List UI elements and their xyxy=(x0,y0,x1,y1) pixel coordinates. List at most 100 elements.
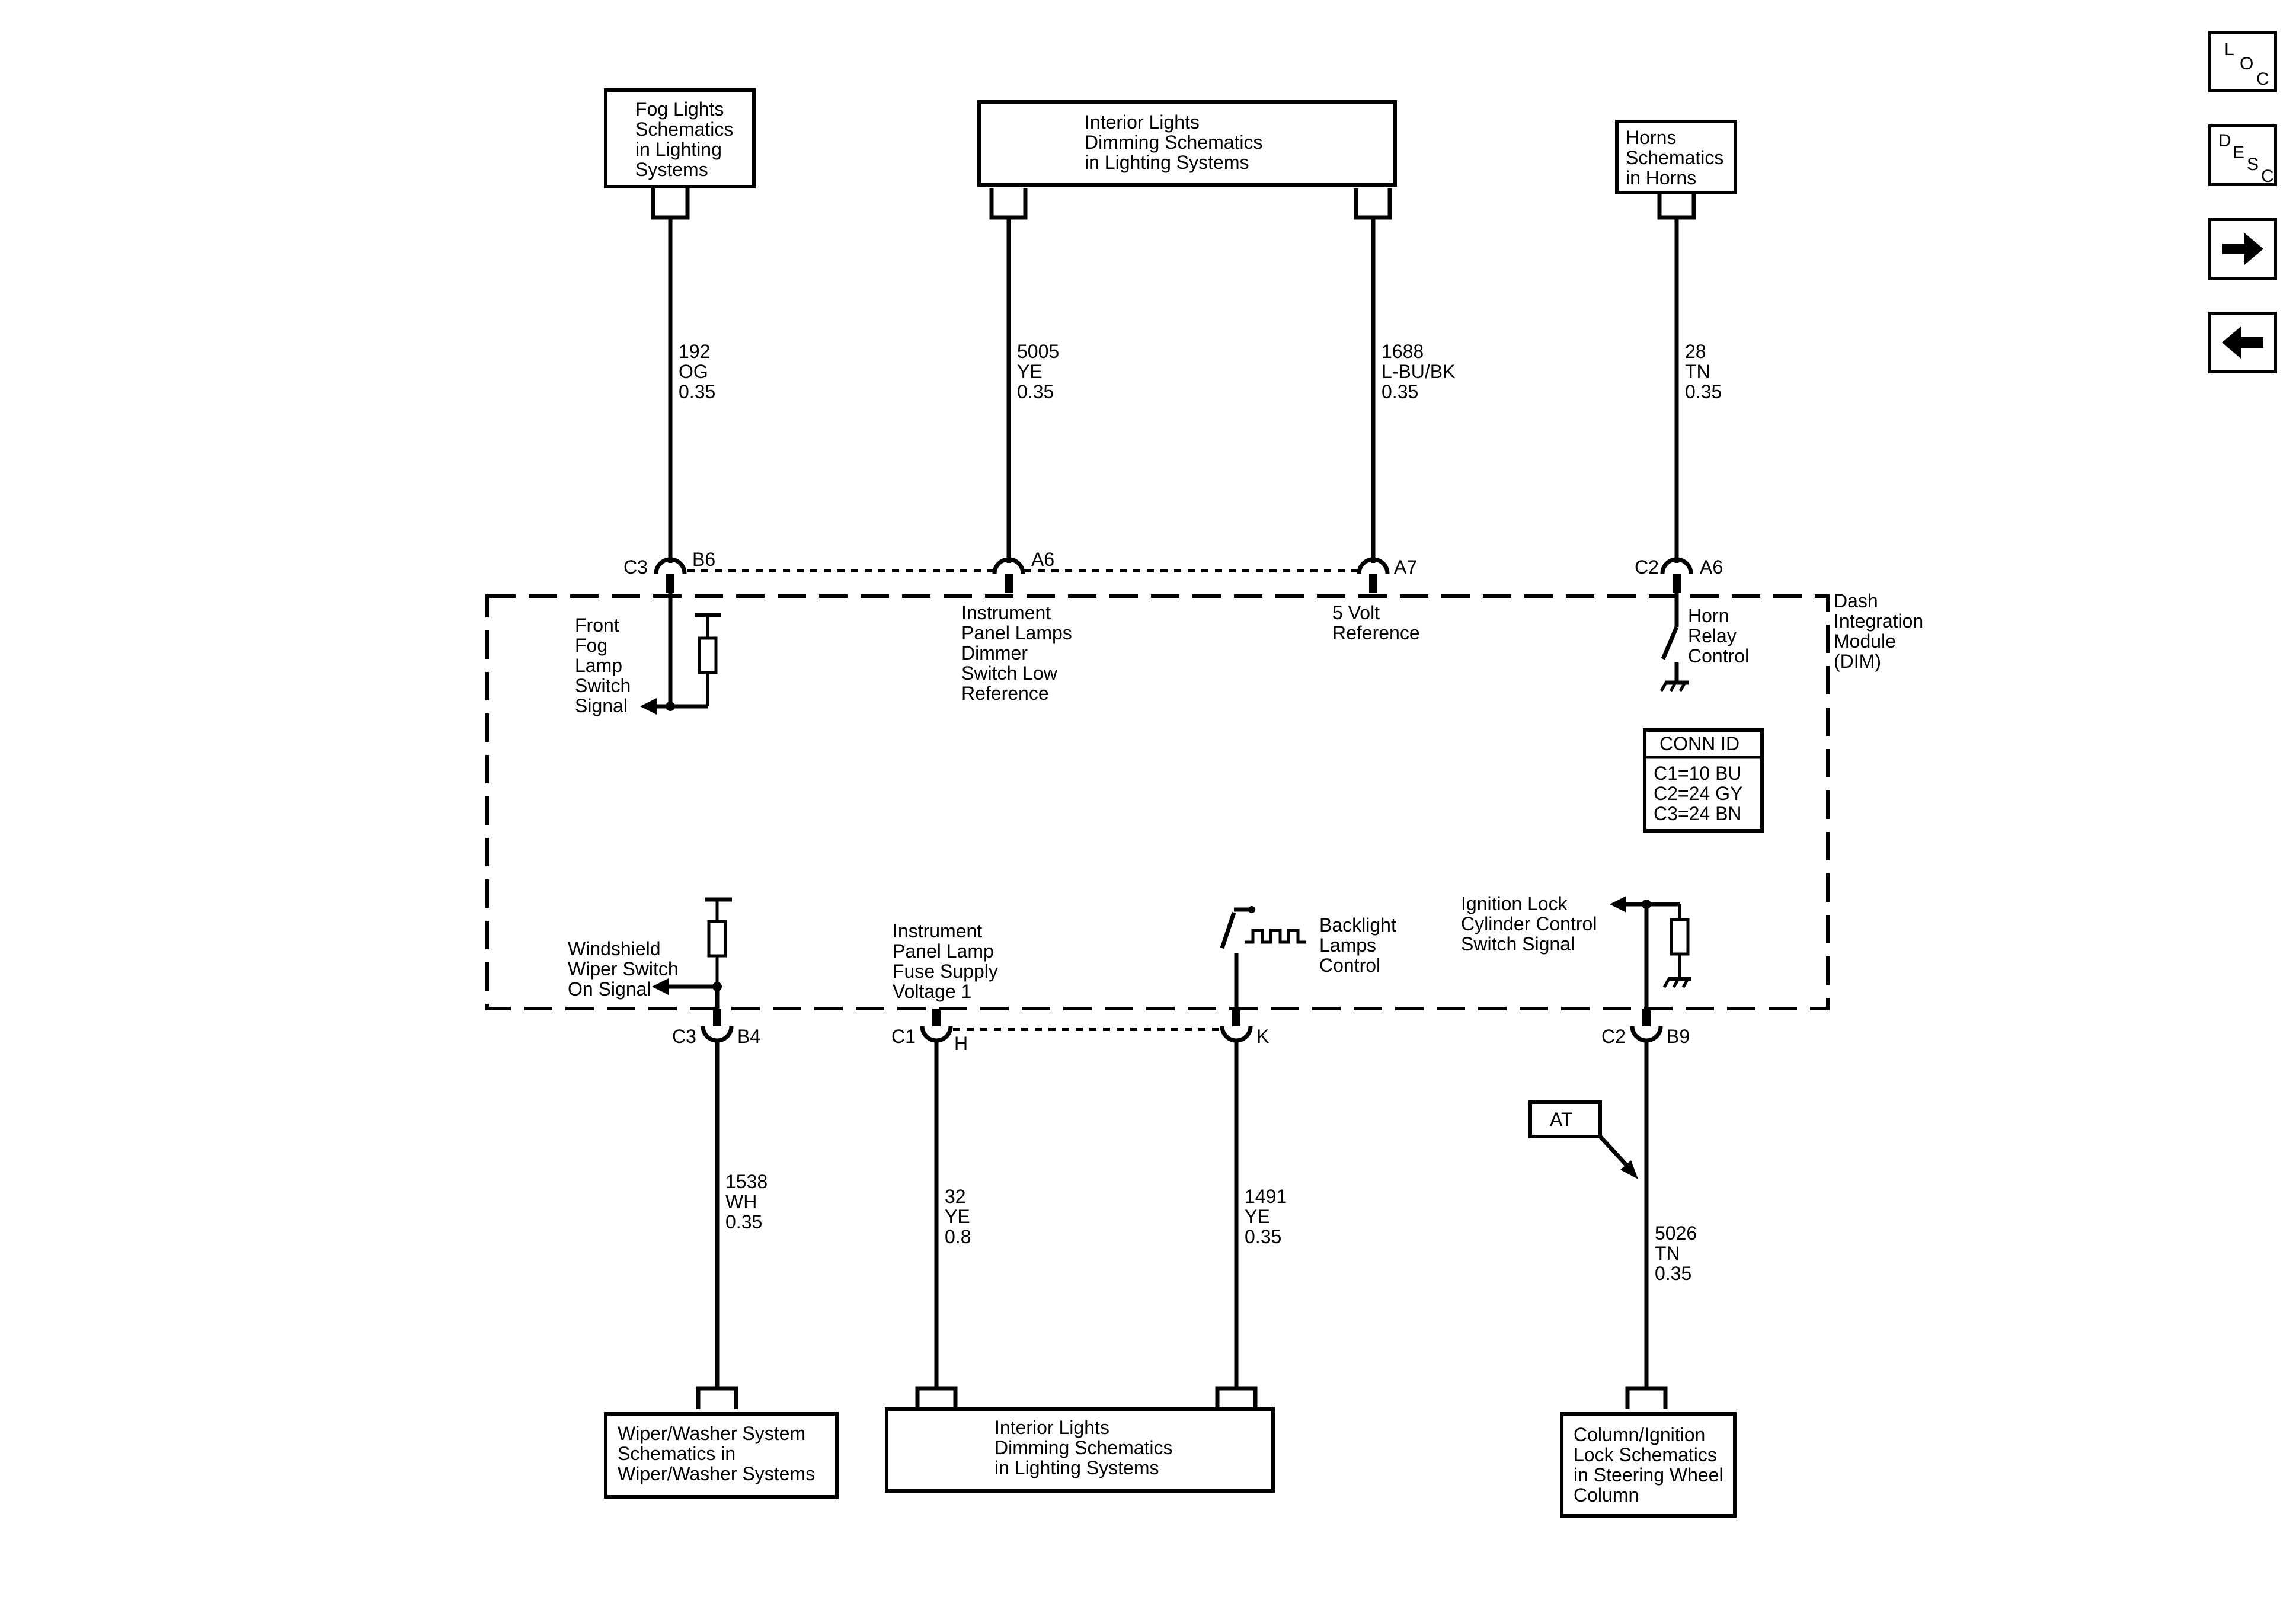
wire-1538-label: 1538 WH 0.35 xyxy=(725,1171,768,1233)
loc-letter-l: L xyxy=(2224,40,2234,59)
front-fog-line-5: Signal xyxy=(575,695,628,716)
fog-lights-schematics-box[interactable]: Fog Lights Schematics in Lighting System… xyxy=(604,88,756,188)
horn-relay-label: Horn Relay Control xyxy=(1688,605,1749,667)
ip-dimmer-line-5: Reference xyxy=(961,683,1049,704)
windshield-label: Windshield Wiper Switch On Signal xyxy=(568,938,679,1000)
dim-module-boundary xyxy=(485,594,1830,1010)
five-volt-line-1: 5 Volt xyxy=(1332,602,1380,623)
wire-5005-label: 5005 YE 0.35 xyxy=(1017,341,1059,402)
pin-a6-horn: A6 xyxy=(1700,556,1723,578)
wiper-washer-schematics-box[interactable]: Wiper/Washer System Schematics in Wiper/… xyxy=(604,1412,839,1499)
ign-lock-line-3: Switch Signal xyxy=(1461,933,1575,955)
interior-top-line-3: in Lighting Systems xyxy=(1085,152,1249,173)
wire-5005-color: YE xyxy=(1017,361,1043,382)
ign-lock-line-1: Ignition Lock xyxy=(1461,893,1568,914)
ip-fuse-line-1: Instrument xyxy=(893,920,982,942)
conn-id-title: CONN ID xyxy=(1659,733,1739,754)
backlight-circuit xyxy=(1220,906,1306,1019)
wire-5026-number: 5026 xyxy=(1655,1222,1697,1244)
interior-top-line-2: Dimming Schematics xyxy=(1085,132,1263,153)
column-box-line-3: in Steering Wheel xyxy=(1574,1464,1723,1486)
column-box-line-2: Lock Schematics xyxy=(1574,1444,1717,1465)
interior-bottom-line-2: Dimming Schematics xyxy=(994,1437,1173,1458)
column-box-line-4: Column xyxy=(1574,1484,1639,1506)
next-page-button[interactable] xyxy=(2208,218,2277,280)
desc-letter-c: C xyxy=(2261,167,2274,186)
wire-5005-number: 5005 xyxy=(1017,341,1059,362)
connector-c2-bottom: C2 xyxy=(1601,1026,1626,1047)
interior-lights-bottom-box[interactable]: Interior Lights Dimming Schematics in Li… xyxy=(885,1407,1275,1493)
pin-k: K xyxy=(1256,1026,1269,1047)
bottom-connectors xyxy=(701,1009,1663,1043)
wire-28-size: 0.35 xyxy=(1685,381,1722,402)
desc-button[interactable]: D E S C xyxy=(2208,124,2277,186)
backlight-label: Backlight Lamps Control xyxy=(1319,914,1396,976)
wiper-box-line-2: Schematics in xyxy=(618,1443,736,1464)
wiring-diagram: Fog Lights Schematics in Lighting System… xyxy=(485,88,1923,1518)
ip-fuse-line-3: Fuse Supply xyxy=(893,961,998,982)
horns-schematics-box[interactable]: Horns Schematics in Horns xyxy=(1615,120,1737,194)
wire-1688-color: L-BU/BK xyxy=(1382,361,1455,382)
pin-b6: B6 xyxy=(692,549,715,570)
wire-28-number: 28 xyxy=(1685,341,1706,362)
fog-box-line-4: Systems xyxy=(635,159,708,180)
interior-bottom-line-1: Interior Lights xyxy=(994,1417,1109,1438)
wiper-box-line-1: Wiper/Washer System xyxy=(618,1423,805,1444)
wire-1491-number: 1491 xyxy=(1245,1186,1287,1207)
ignition-lock-circuit xyxy=(1610,896,1691,1019)
left-arrow-icon xyxy=(2222,327,2263,359)
interior-lights-top-box[interactable]: Interior Lights Dimming Schematics in Li… xyxy=(977,100,1397,187)
horn-relay-line-1: Horn xyxy=(1688,605,1729,626)
wire-28-label: 28 TN 0.35 xyxy=(1685,341,1722,402)
connector-c3-bottom: C3 xyxy=(672,1026,696,1047)
wire-192-number: 192 xyxy=(679,341,710,362)
windshield-line-3: On Signal xyxy=(568,978,651,1000)
backlight-line-3: Control xyxy=(1319,955,1380,976)
wire-1491-color: YE xyxy=(1245,1206,1270,1227)
backlight-line-1: Backlight xyxy=(1319,914,1396,936)
wire-1538-size: 0.35 xyxy=(725,1211,762,1233)
bottom-wires xyxy=(715,1041,1649,1388)
wire-1491-size: 0.35 xyxy=(1245,1226,1281,1247)
wire-5026-size: 0.35 xyxy=(1655,1263,1691,1284)
ip-fuse-line-2: Panel Lamp xyxy=(893,940,994,962)
pin-a7: A7 xyxy=(1394,556,1417,578)
ign-lock-line-2: Cylinder Control xyxy=(1461,913,1597,934)
dim-module-label: Dash Integration Module (DIM) xyxy=(1834,590,1923,672)
wire-192-size: 0.35 xyxy=(679,381,715,402)
wire-1538-number: 1538 xyxy=(725,1171,768,1192)
ip-fuse-label: Instrument Panel Lamp Fuse Supply Voltag… xyxy=(893,920,998,1002)
five-volt-label: 5 Volt Reference xyxy=(1332,602,1420,644)
windshield-wiper-circuit xyxy=(652,897,732,1019)
previous-page-button[interactable] xyxy=(2208,312,2277,373)
pin-a6-top: A6 xyxy=(1031,549,1054,570)
backlight-line-2: Lamps xyxy=(1319,934,1376,956)
wire-1491-label: 1491 YE 0.35 xyxy=(1245,1186,1287,1247)
wire-1688-size: 0.35 xyxy=(1382,381,1418,402)
horns-box-line-3: in Horns xyxy=(1626,167,1696,188)
ip-dimmer-line-2: Panel Lamps xyxy=(961,622,1072,644)
column-ignition-lock-box[interactable]: Column/Ignition Lock Schematics in Steer… xyxy=(1560,1412,1737,1518)
loc-button[interactable]: L O C xyxy=(2208,31,2277,92)
desc-letter-e: E xyxy=(2233,143,2245,162)
at-label: AT xyxy=(1550,1109,1573,1130)
bottom-box-terminals xyxy=(696,1386,1668,1409)
front-fog-line-1: Front xyxy=(575,614,619,636)
conn-id-box: CONN ID C1=10 BU C2=24 GY C3=24 BN xyxy=(1643,728,1764,833)
wire-1688-label: 1688 L-BU/BK 0.35 xyxy=(1382,341,1455,402)
ip-fuse-line-4: Voltage 1 xyxy=(893,981,971,1002)
wiper-box-line-3: Wiper/Washer Systems xyxy=(618,1463,815,1484)
interior-top-line-1: Interior Lights xyxy=(1085,111,1200,133)
conn-id-c2: C2=24 GY xyxy=(1654,783,1742,804)
front-fog-circuit xyxy=(640,593,721,715)
top-box-terminals xyxy=(651,188,1696,220)
pin-b4: B4 xyxy=(737,1026,760,1047)
connector-c3-top: C3 xyxy=(623,556,648,578)
ip-dimmer-line-1: Instrument xyxy=(961,602,1051,623)
dim-label-line-3: Module xyxy=(1834,630,1896,652)
desc-letter-s: S xyxy=(2247,155,2259,174)
wire-28-color: TN xyxy=(1685,361,1710,382)
top-wires xyxy=(668,217,1679,563)
horn-relay-line-3: Control xyxy=(1688,645,1749,667)
top-connectors xyxy=(654,557,1693,593)
